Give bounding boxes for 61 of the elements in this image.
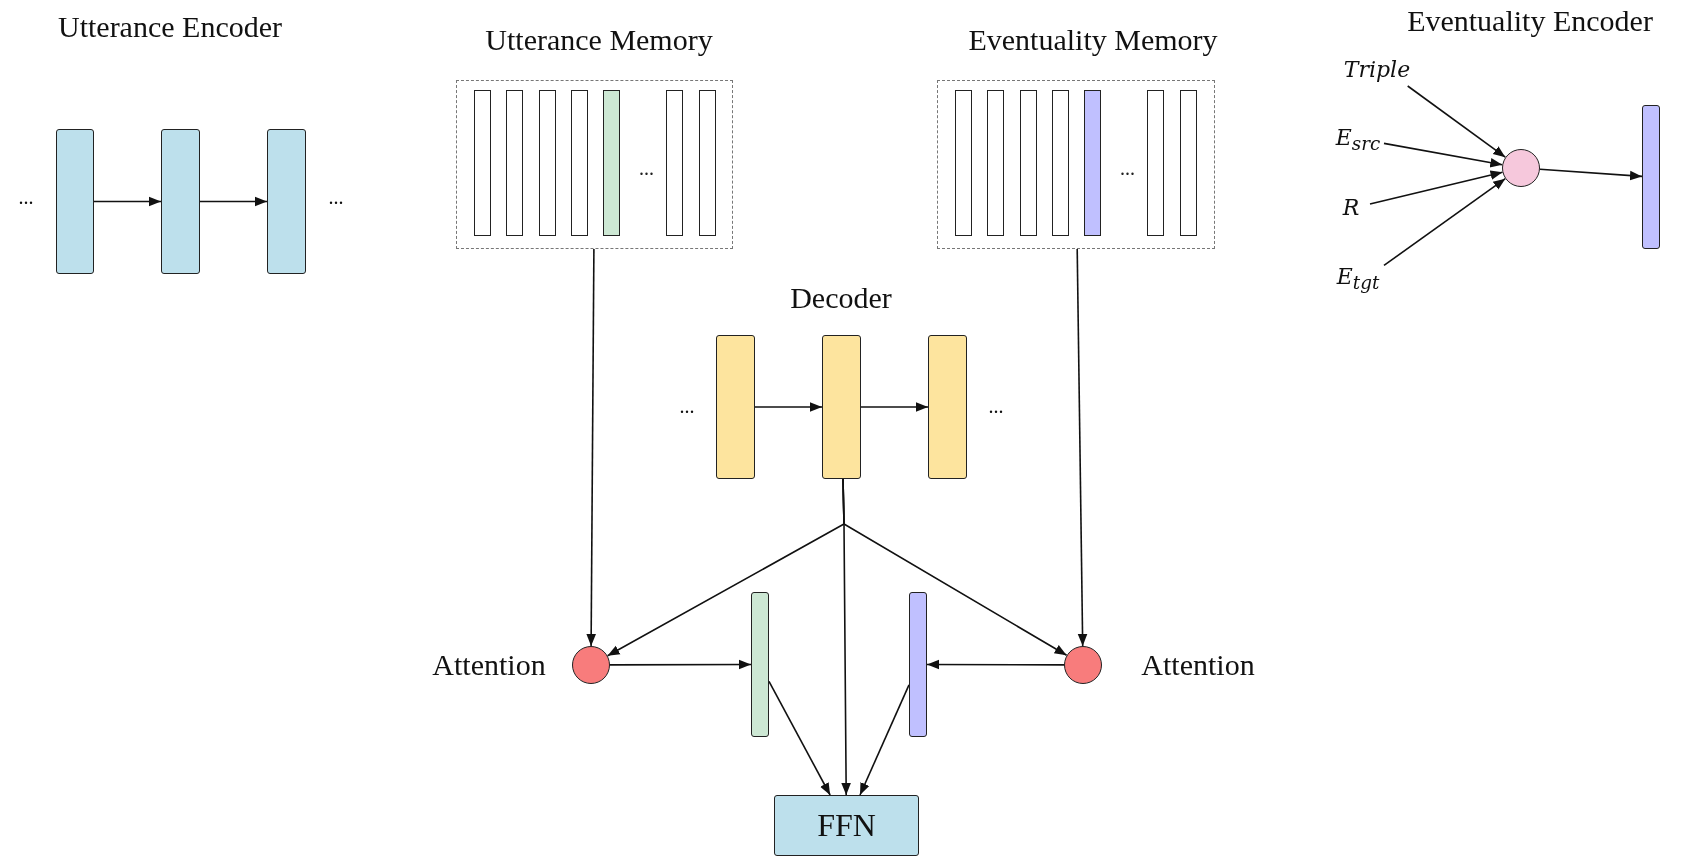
arrow (860, 402, 929, 412)
arrow (586, 248, 596, 647)
ffn-block: FFN (774, 795, 919, 856)
memory-slot (987, 90, 1004, 236)
input-term: E$_{tgt}$ (1338, 260, 1378, 298)
memory-slot (1147, 90, 1164, 236)
memory-slot (571, 90, 588, 236)
memory-bank (937, 80, 1215, 249)
memory-slot (506, 90, 523, 236)
composition-node (1502, 149, 1540, 187)
arrow (842, 478, 1068, 657)
arrow (926, 659, 1065, 670)
memory-slot (539, 90, 556, 236)
arrow (1539, 168, 1643, 181)
arrow (93, 196, 162, 207)
ellipsis: ... (18, 185, 34, 209)
ellipsis: ... (328, 185, 344, 209)
section-title: Eventuality Encoder (1407, 4, 1653, 38)
section-title: Utterance Encoder (58, 10, 282, 44)
encoder-cell (161, 129, 200, 274)
memory-slot (1180, 90, 1197, 236)
section-title: Utterance Memory (485, 23, 713, 57)
ellipsis: ... (1120, 157, 1135, 180)
arrow (609, 659, 752, 670)
memory-slot (1020, 90, 1037, 236)
memory-slot (1052, 90, 1069, 236)
memory-slot (699, 90, 716, 236)
arrow (754, 402, 823, 412)
input-term: R (1338, 190, 1364, 224)
arrow (768, 680, 831, 796)
memory-slot (603, 90, 620, 236)
encoder-cell (267, 129, 306, 274)
encoder-cell (56, 129, 94, 274)
attention-node (1064, 646, 1102, 684)
vector-cell (909, 592, 927, 737)
ellipsis: ... (679, 394, 695, 418)
memory-bank (456, 80, 733, 249)
arrow (1406, 85, 1507, 158)
section-title: Eventuality Memory (968, 23, 1218, 57)
memory-slot (1084, 90, 1101, 236)
arrow (1383, 177, 1507, 267)
memory-slot (666, 90, 683, 236)
node-caption: Attention (432, 648, 546, 682)
attention-node (572, 646, 610, 684)
arrow (1076, 248, 1088, 647)
memory-slot (474, 90, 491, 236)
decoder-cell (716, 335, 755, 479)
node-caption: Attention (1141, 648, 1255, 682)
ellipsis: ... (639, 157, 654, 180)
arrow (859, 684, 910, 796)
arrow (199, 196, 268, 207)
section-title: Decoder (790, 281, 892, 315)
ellipsis: ... (988, 394, 1004, 418)
decoder-cell (928, 335, 967, 479)
arrow (1383, 142, 1504, 168)
memory-slot (955, 90, 972, 236)
vector-cell (1642, 105, 1660, 249)
decoder-cell (822, 335, 861, 479)
context-vector (751, 592, 769, 737)
input-term: Triple (1342, 52, 1412, 86)
arrow (1369, 170, 1504, 205)
